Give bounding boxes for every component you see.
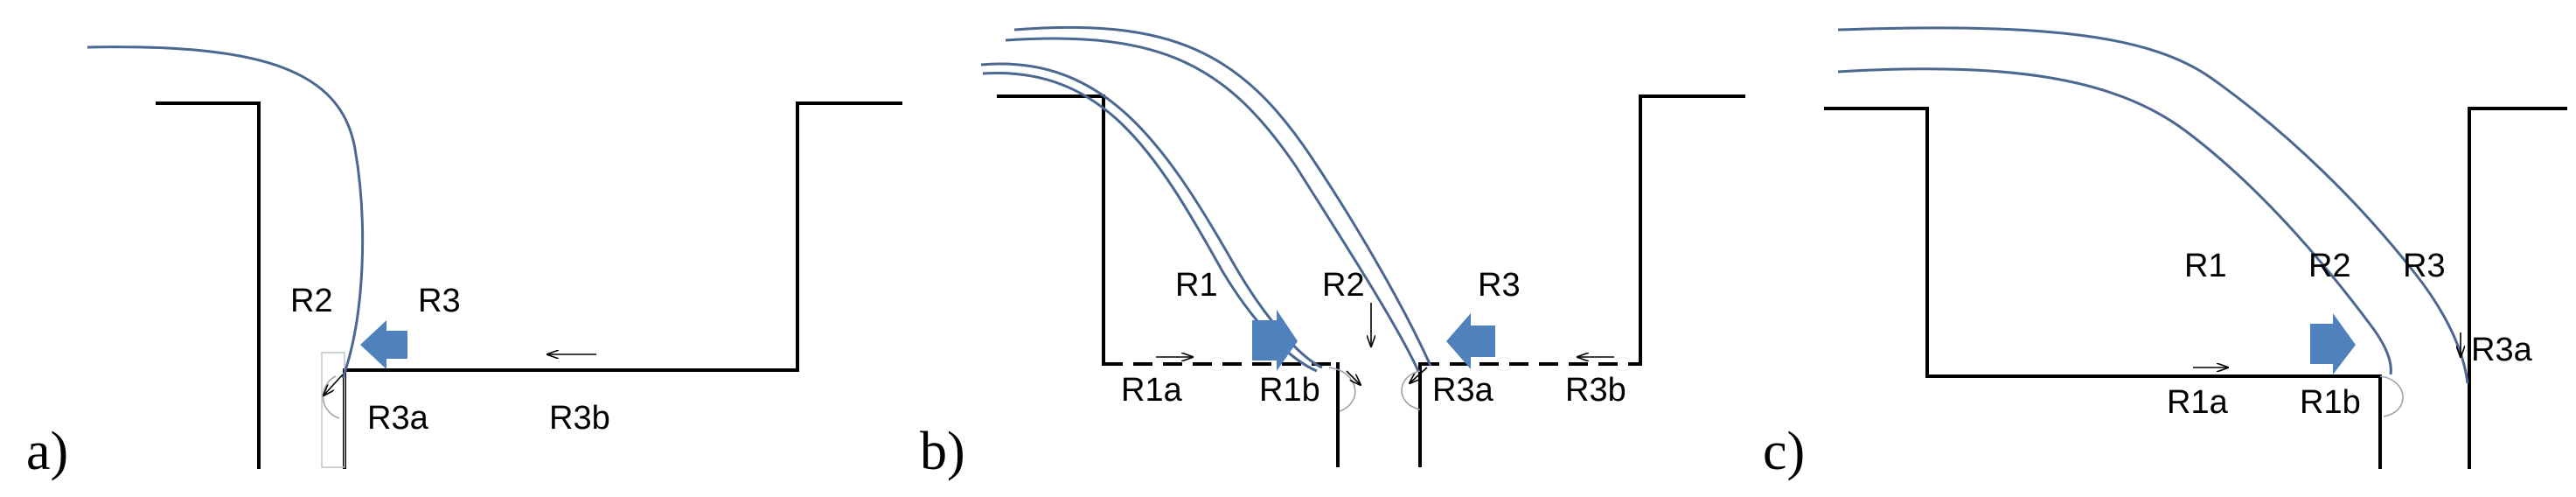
panel-a-label: a) [26, 422, 68, 481]
panel-b-r1b-arc [1328, 367, 1356, 412]
panel-c-label-r1: R1 [2184, 248, 2227, 284]
panel-a-label-r2: R2 [290, 283, 333, 319]
panel-b-flow-arrow-r3 [1446, 313, 1495, 369]
panel-b-streamline-3 [1013, 25, 1432, 367]
panel-c: R1 R2 R3 R3a R1a R1b c) [1763, 26, 2567, 481]
panel-a-label-r3b: R3b [549, 400, 610, 437]
panel-b-label-r2: R2 [1322, 267, 1365, 304]
panel-b-right-wall [1639, 94, 1745, 366]
panel-c-r1b-arc [2379, 375, 2404, 417]
panel-c-label-r1b: R1b [2300, 384, 2361, 421]
panel-c-label: c) [1763, 422, 1805, 481]
panel-c-label-r3: R3 [2403, 248, 2446, 284]
panel-a-flow-arrow [360, 320, 407, 369]
panel-b: R1 R2 R3 R1a R1b R3a R3b b) [920, 25, 1745, 481]
panel-a-recirculation-arc [322, 375, 340, 419]
panel-a-left-wall [156, 102, 261, 469]
panel-b-label-r1a: R1a [1121, 372, 1183, 409]
panel-c-streamline-1 [1837, 67, 2392, 375]
panel-a-streamline [87, 46, 365, 379]
panel-b-streamline-4 [1005, 37, 1420, 372]
panel-a-corner-arrow [324, 374, 344, 396]
panel-b-label-r3: R3 [1478, 267, 1521, 304]
panel-c-left-wall [1824, 107, 2382, 469]
panel-b-label-r3b: R3b [1565, 372, 1626, 409]
panel-a-corner-box [321, 352, 345, 468]
panel-b-label: b) [920, 422, 965, 481]
panel-b-label-r1: R1 [1175, 267, 1218, 304]
panel-a-label-r3: R3 [418, 283, 461, 319]
panel-c-label-r1a: R1a [2167, 384, 2229, 421]
panel-c-streamline-2 [1837, 26, 2469, 384]
panel-a: R2 R3 R3a R3b a) [26, 46, 902, 481]
panel-b-r1b-corner-arrow [1346, 370, 1361, 385]
panel-b-r3a-arc [1401, 370, 1421, 410]
panel-c-right-wall [2468, 107, 2567, 469]
panel-b-flow-arrow-r1 [1252, 310, 1298, 371]
panel-b-label-r3a: R3a [1432, 372, 1494, 409]
panel-b-r3a-corner-arrow [1410, 367, 1428, 383]
panel-b-label-r1b: R1b [1259, 372, 1320, 409]
panel-a-label-r3a: R3a [367, 400, 429, 437]
panel-b-left-wall [997, 94, 1105, 366]
panel-c-label-r2: R2 [2308, 248, 2351, 284]
panel-c-label-r3a: R3a [2471, 332, 2533, 368]
panel-c-flow-arrow [2310, 313, 2356, 374]
